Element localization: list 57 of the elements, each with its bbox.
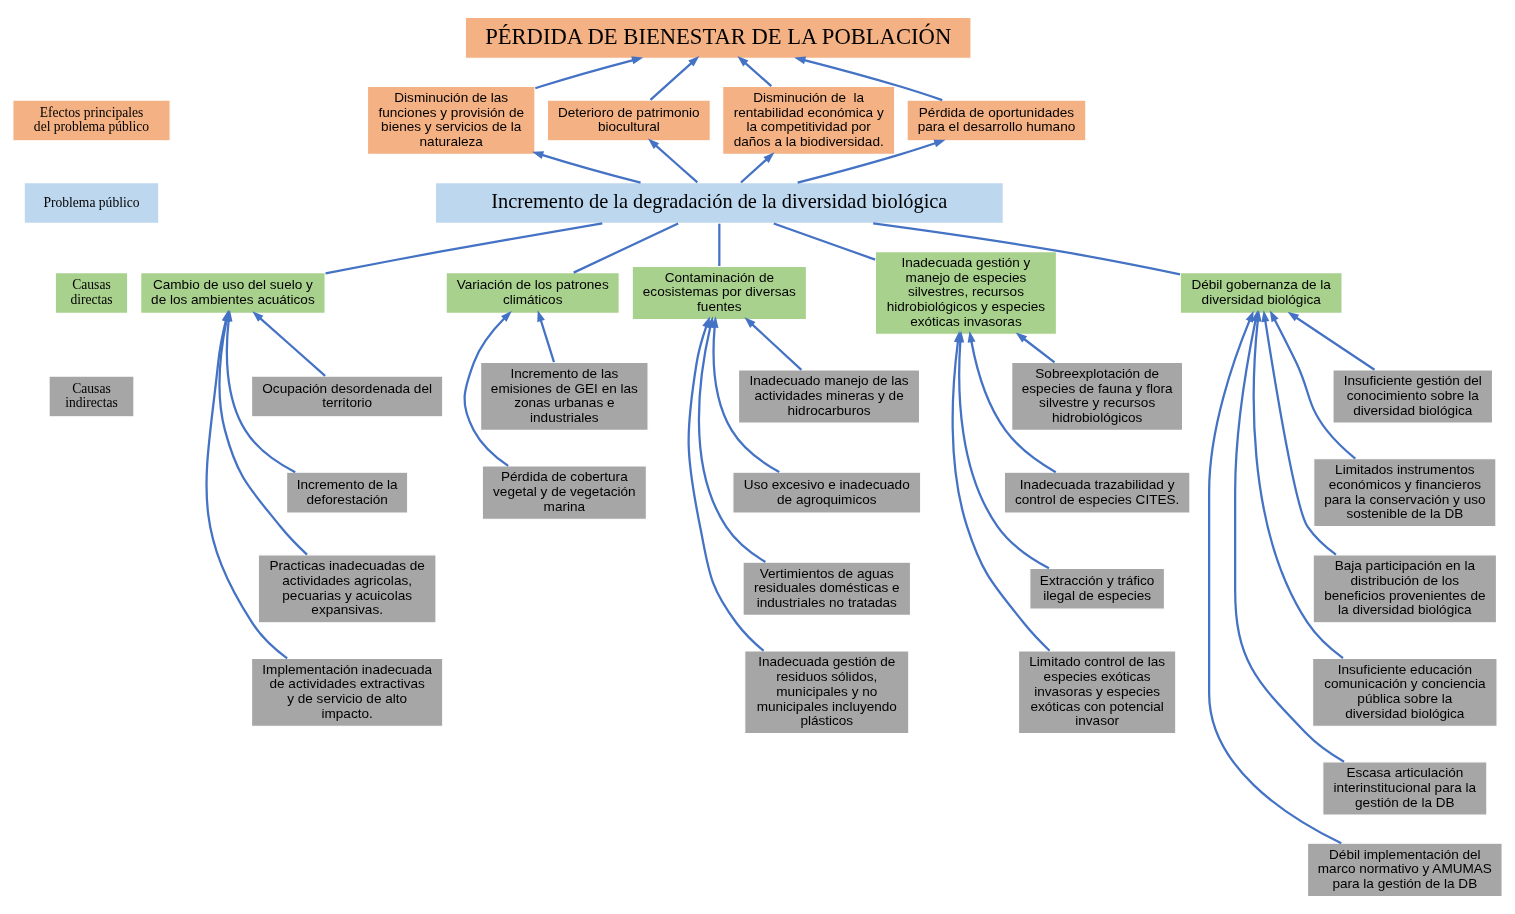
arrow: [1269, 310, 1356, 460]
arrow: [463, 310, 512, 467]
connector: [573, 222, 679, 274]
arrow: [1287, 311, 1376, 371]
arrow: [647, 138, 699, 184]
node-box: Baja participación en la distribución de los beneficios provenientes de la diversidad biológica: [1312, 554, 1498, 624]
node-box: Insuficiente educación comunicación y conciencia pública sobre la diversidad biológica: [1312, 657, 1498, 727]
node-box: Implementación inadecuada de actividades extractivas y de servicio de alto impacto.: [251, 657, 444, 727]
node-box: Débil implementación del marco normativo y AMUMAS para la gestión de la DB: [1307, 842, 1503, 898]
node-box: Causas directas: [54, 272, 129, 314]
node-box: Extracción y tráfico ilegal de especies: [1029, 567, 1165, 610]
arrow: [1261, 310, 1337, 556]
arrow: [535, 56, 644, 90]
connector: [773, 222, 876, 261]
arrow: [967, 330, 1057, 474]
arrow: [1015, 332, 1056, 364]
node-box: Escasa articulación interinstitucional para la gestión de la DB: [1322, 761, 1488, 816]
node-box: Incremento de la deforestación: [286, 471, 409, 514]
node-box: Causas indirectas: [48, 375, 135, 418]
node-box: Incremento de la degradación de la diversidad biológica: [434, 182, 1004, 224]
node-box: Limitados instrumentos económicos y financieros para la conservación y uso sostenible de la DB: [1313, 458, 1497, 528]
node-box: Inadecuada trazabilidad y control de especies CITES.: [1003, 471, 1191, 514]
node-box: Disminución de las funciones y provisión de bienes y servicios de la naturaleza: [366, 85, 536, 155]
node-box: Disminución de la rentabilidad económica y la competitividad por daños a la biodiversidad.: [722, 85, 896, 155]
node-box: Sobreexplotación de especies de fauna y flora silvestre y recursos hidrobiológicos: [1011, 361, 1184, 431]
node-box: Deterioro de patrimonio biocultural: [546, 99, 711, 142]
node-box: Débil gobernanza de la diversidad biológica: [1179, 272, 1343, 314]
node-box: Cambio de uso del suelo y de los ambientes acuáticos: [140, 272, 326, 314]
arrow: [797, 139, 946, 184]
node-box: Incremento de las emisiones de GEI en las zonas urbanas e industriales: [480, 361, 649, 431]
arrow: [794, 56, 943, 102]
arrow: [649, 56, 700, 101]
node-box: Vertimientos de aguas residuales domésticas e industriales no tratadas: [742, 561, 912, 616]
node-box: Pérdida de oportunidades para el desarrollo humano: [906, 99, 1087, 142]
node-box: Pérdida de cobertura vegetal y de vegetación marina: [481, 465, 647, 520]
connector: [873, 222, 1181, 276]
node-box: PÉRDIDA DE BIENESTAR DE LA POBLACIÓN: [464, 16, 972, 59]
arrow: [532, 151, 641, 184]
node-box: Insuficiente gestión del conocimiento sobre la diversidad biológica: [1332, 369, 1494, 424]
node-box: Variación de los patrones climáticos: [445, 272, 620, 314]
node-box: Inadecuado manejo de las actividades mineras y de hidrocarburos: [738, 369, 921, 424]
node-box: Uso excesivo e inadecuado de agroquimicos: [732, 471, 922, 514]
arrow: [737, 56, 773, 88]
arrow: [537, 310, 556, 363]
arrow: [740, 152, 775, 184]
node-box: Problema público: [23, 182, 160, 224]
arrow: [744, 317, 803, 371]
node-box: Limitado control de las especies exóticas invasoras y especies exóticas con potencial invasor: [1017, 650, 1177, 735]
arrow: [252, 311, 326, 377]
node-box: Efectos principales del problema público: [12, 99, 171, 142]
node-box: Practicas inadecuadas de actividades agricolas, pecuarias y acuicolas expansivas.: [257, 554, 437, 624]
connector: [718, 223, 721, 266]
node-box: Contaminación de ecosistemas por diversas fuentes: [631, 265, 807, 321]
node-box: Inadecuada gestión de residuos sólidos, municipales y no municipales incluyendo plásticos: [744, 650, 910, 735]
node-box: Ocupación desordenada del territorio: [251, 375, 444, 418]
node-box: Inadecuada gestión y manejo de especies silvestres, recursos hidrobiológicos y especies exóticas invasoras: [874, 251, 1057, 335]
connector: [325, 222, 603, 275]
